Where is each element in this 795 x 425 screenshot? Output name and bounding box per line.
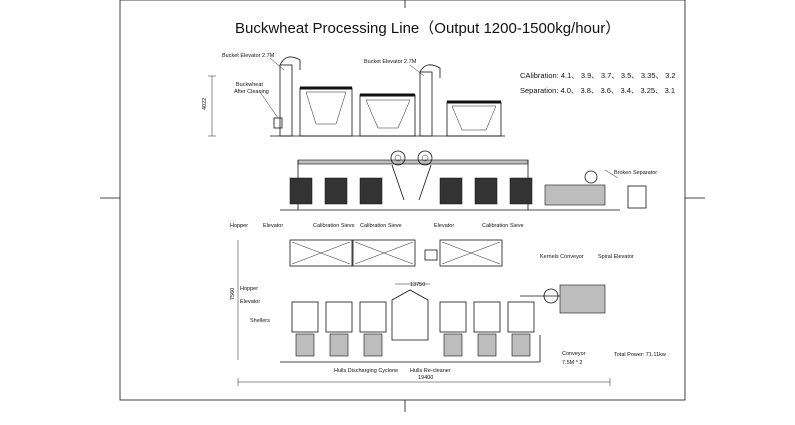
hulls-cyclone-label: Hulls Discharging Cyclone	[334, 368, 398, 374]
calibration-sieve-1-label: Calibration Sieve	[313, 223, 355, 229]
broken-separator	[544, 184, 606, 206]
hulls-cyclone	[391, 289, 429, 341]
after-cleaning-label-2: After Cleaning	[234, 89, 269, 95]
after-cleaning-label-1: Buckwheat	[236, 82, 263, 88]
fan-right	[417, 150, 433, 166]
elevator-mid-label: Elevator	[434, 223, 454, 229]
kernels-conveyor-label: Kernels Conveyor	[540, 254, 584, 260]
dim-13750-label: 13750	[410, 282, 425, 288]
calibration-sieve-2-label: Calibration Sieve	[360, 223, 402, 229]
elevation-view: 4022 Bucket Elevator 2.7M Buckwheat Afte…	[202, 53, 505, 137]
diagram-title: Buckwheat Processing Line（Output 1200-15…	[235, 20, 620, 37]
hulls-recleaner-label: Hulls Re-cleaner	[410, 368, 451, 374]
elevator-side-label: Elevator	[240, 299, 260, 305]
sheller-row-plan	[291, 301, 535, 357]
bucket-elevator-left-label: Bucket Elevator 2.7M	[222, 53, 275, 59]
width-dim-label: 7560	[230, 288, 236, 300]
sheller-row-side	[289, 177, 533, 205]
separation-spec: Separation: 4.0、 3.8、 3.6、 3.4、 3.25、 3.…	[520, 86, 675, 95]
conveyor-label: Conveyor	[562, 351, 586, 357]
spiral-elevator-plan	[559, 284, 606, 314]
bucket-elevator-right-label: Bucket Elevator 2.7M	[364, 59, 417, 65]
drawing-border	[119, 0, 686, 401]
storage-bins	[299, 86, 502, 137]
height-dim-label: 4022	[202, 98, 208, 110]
length-dim-label: 19400	[418, 375, 433, 381]
calibration-sieves	[289, 239, 503, 267]
broken-separator-label: Broken Separator	[614, 170, 657, 176]
elevator-top-label: Elevator	[263, 223, 283, 229]
conveyor-length-label: 7.5M * 2	[562, 360, 582, 366]
hopper-side-label: Hopper	[240, 286, 258, 292]
total-power-label: Total Power: 71.11kw	[614, 352, 666, 358]
side-view: Broken Separator	[280, 150, 657, 211]
calibration-sieve-3-label: Calibration Sieve	[482, 223, 524, 229]
bucket-elevator-right	[419, 71, 433, 137]
fan-left	[390, 150, 406, 166]
shellers-label: Shellers	[250, 318, 270, 324]
plan-view: Hopper Elevator Calibration Sieve Calibr…	[230, 223, 666, 386]
calibration-spec: CAlibration: 4.1、 3.9、 3.7、 3.5、 3.35、 3…	[520, 71, 676, 80]
spiral-elevator-label: Spiral Elevator	[598, 254, 634, 260]
hopper-top-label: Hopper	[230, 223, 248, 229]
